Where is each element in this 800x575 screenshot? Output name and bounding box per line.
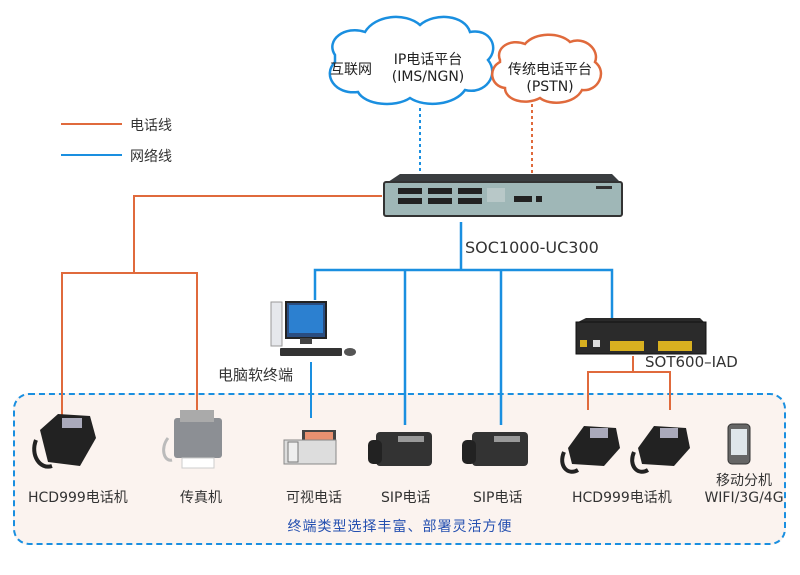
terminal-label-mobile: 移动分机 WIFI/3G/4G xyxy=(700,470,788,506)
switch-model-label: SOC1000-UC300 xyxy=(465,238,599,257)
pc-label: 电脑软终端 xyxy=(218,366,294,384)
desk-phone-icon xyxy=(560,426,620,474)
terminal-label-hcd999-right: HCD999电话机 xyxy=(572,490,672,506)
terminal-label-sip-2: SIP电话 xyxy=(473,490,523,506)
desk-phone-icon xyxy=(630,426,690,474)
terminal-label-fax: 传真机 xyxy=(180,490,222,506)
internet-cloud-prefix: 互联网 xyxy=(330,62,372,78)
fax-machine-icon xyxy=(162,410,222,469)
terminal-label-mobile-line2: WIFI/3G/4G xyxy=(704,490,784,506)
sip-phone-icon xyxy=(368,432,432,466)
legend-phone-line-label: 电话线 xyxy=(130,118,172,134)
desktop-computer-icon xyxy=(270,301,356,356)
internet-cloud-title: IP电话平台 (IMS/NGN) xyxy=(378,52,478,86)
phone-line-branch xyxy=(61,272,198,420)
pstn-cloud-line1: 传统电话平台 xyxy=(508,62,592,78)
mobile-phone-icon xyxy=(727,423,751,465)
legend-network-line-label: 网络线 xyxy=(130,149,172,165)
terminal-zone xyxy=(13,393,786,545)
network-line-bus xyxy=(313,268,614,322)
pstn-cloud-title: 传统电话平台 (PSTN) xyxy=(498,62,602,96)
pstn-cloud-line2: (PSTN) xyxy=(526,79,574,95)
terminal-label-video-phone: 可视电话 xyxy=(286,490,342,506)
terminal-label-sip-1: SIP电话 xyxy=(381,490,431,506)
internet-cloud-line1: IP电话平台 xyxy=(393,52,463,68)
phone-line-iad-branch xyxy=(587,371,671,410)
internet-cloud xyxy=(328,15,495,106)
terminal-label-mobile-line1: 移动分机 xyxy=(716,473,772,489)
terminal-label-hcd999-left: HCD999电话机 xyxy=(28,490,128,506)
iad-model-label: SOT600–IAD xyxy=(645,353,738,371)
desk-phone-icon xyxy=(32,414,96,469)
pstn-cloud xyxy=(491,33,603,104)
sip-phone-icon xyxy=(462,432,528,466)
video-phone-icon xyxy=(283,430,337,465)
phone-line-switch-left xyxy=(133,195,382,272)
internet-cloud-line2: (IMS/NGN) xyxy=(391,69,465,85)
iad-gateway-icon xyxy=(575,318,707,355)
terminal-zone-caption: 终端类型选择丰富、部署灵活方便 xyxy=(287,519,513,535)
network-switch-icon xyxy=(383,174,623,217)
